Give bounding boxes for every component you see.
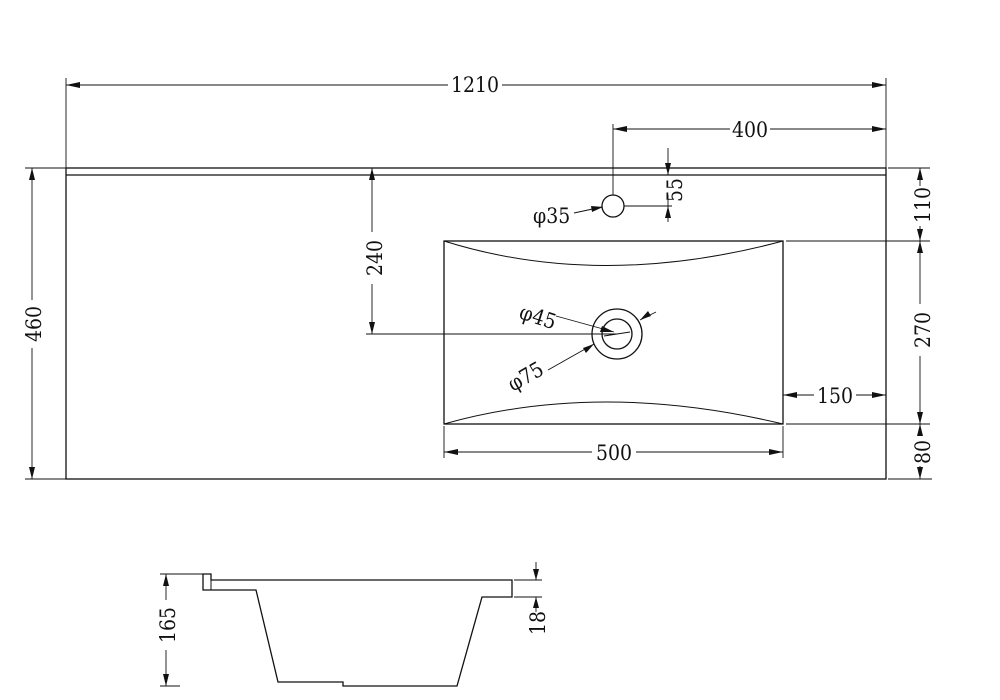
dim-tap-offset: 400 <box>612 118 886 195</box>
basin-back-curve <box>443 240 784 266</box>
dim-basin-depth: 270 <box>786 241 935 425</box>
dim-tap-back: 55 <box>624 148 687 222</box>
drain-offset-label: 240 <box>363 240 387 276</box>
dim-overall-length: 1210 <box>65 73 887 168</box>
overall-length-label: 1210 <box>451 73 499 97</box>
basin-bowl <box>443 240 784 425</box>
dim-drain-offset: 240 <box>363 168 617 335</box>
countertop-outline <box>65 167 887 480</box>
dim-front-margin: 80 <box>888 424 935 480</box>
dim-section-height: 165 <box>156 573 203 687</box>
plan-view <box>65 167 887 480</box>
basin-depth-label: 270 <box>911 312 935 348</box>
basin-width-label: 500 <box>596 441 632 465</box>
section-view: 165 18 <box>156 562 550 687</box>
overall-depth-label: 460 <box>22 306 46 342</box>
tap-hole-label: φ35 <box>533 204 570 228</box>
dim-basin-width: 500 <box>443 426 784 465</box>
section-profile <box>202 573 513 687</box>
tap-back-label: 55 <box>663 178 687 202</box>
tap-hole <box>601 194 625 218</box>
slab-thickness-label: 18 <box>526 611 550 635</box>
dim-basin-offset: 110 <box>786 167 935 242</box>
right-margin-label: 150 <box>817 384 853 408</box>
dim-slab-thickness: 18 <box>514 562 550 635</box>
section-height-label: 165 <box>156 607 180 643</box>
tap-offset-label: 400 <box>732 118 768 142</box>
drain-hole-label: φ45 <box>516 300 559 334</box>
dim-tap-hole: φ35 <box>533 204 603 228</box>
dim-overall-depth: 460 <box>22 167 66 480</box>
drain-outer-label: φ75 <box>504 357 548 396</box>
basin-offset-label: 110 <box>911 187 935 223</box>
dimension-annotations: 1210 400 55 φ35 <box>22 73 935 480</box>
basin-front-curve <box>443 401 784 425</box>
basin-outline <box>443 240 784 425</box>
dim-right-margin: 150 <box>783 384 886 408</box>
front-margin-label: 80 <box>911 440 935 464</box>
